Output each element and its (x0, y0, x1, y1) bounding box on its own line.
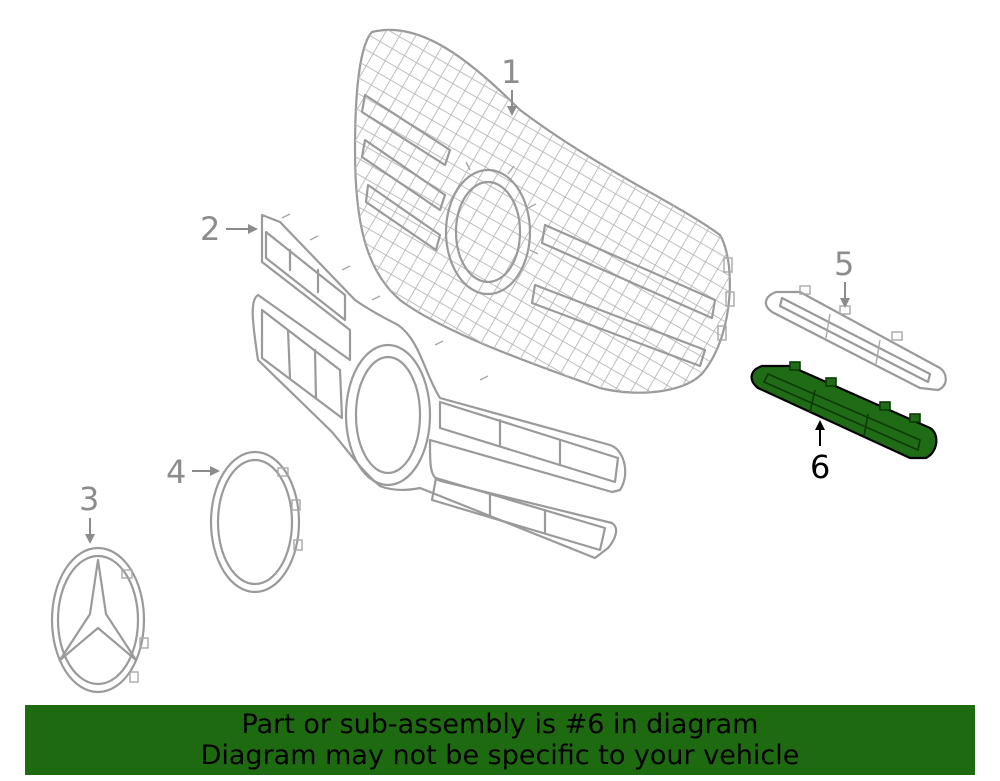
callout-5-label: 5 (834, 245, 854, 283)
callout-2-label: 2 (200, 210, 220, 248)
callout-1: 1 (501, 53, 521, 116)
callout-4: 4 (166, 453, 220, 491)
callout-1-label: 1 (501, 53, 521, 91)
callout-6-label: 6 (810, 448, 830, 486)
callout-6: 6 (810, 420, 830, 486)
part-4-emblem-ring[interactable] (209, 450, 303, 594)
callout-4-label: 4 (166, 453, 186, 491)
part-2-lower-frame[interactable] (251, 213, 627, 560)
callout-3: 3 (79, 480, 99, 544)
callout-3-label: 3 (79, 480, 99, 518)
callout-5: 5 (834, 245, 854, 308)
part-6-trim-strip-highlighted[interactable] (750, 361, 938, 460)
banner-line-1: Part or sub-assembly is #6 in diagram (241, 709, 759, 740)
part-5-trim-strip[interactable] (764, 285, 947, 392)
part-1-grille[interactable] (340, 20, 760, 420)
part-3-star-emblem[interactable] (50, 546, 149, 694)
callout-2: 2 (200, 210, 258, 248)
banner-line-2: Diagram may not be specific to your vehi… (200, 740, 800, 771)
info-banner: Part or sub-assembly is #6 in diagram Di… (25, 705, 975, 775)
parts-diagram: 1 2 3 4 5 6 (50, 20, 947, 694)
